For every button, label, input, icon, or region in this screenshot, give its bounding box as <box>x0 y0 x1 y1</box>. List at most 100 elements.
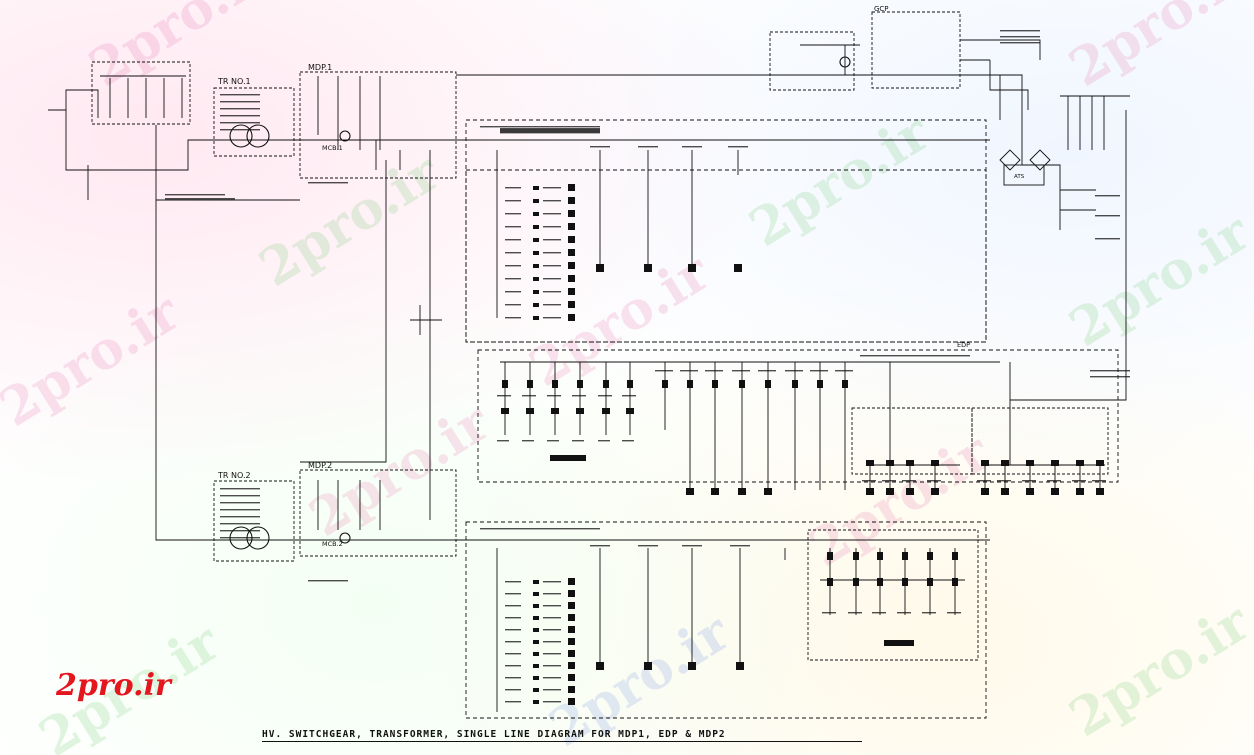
annotation-mark <box>598 395 612 397</box>
annotation-mark <box>505 677 521 679</box>
device-symbol <box>568 638 575 645</box>
device-symbol <box>1001 488 1009 495</box>
device-symbol <box>603 380 609 388</box>
device-symbol <box>568 210 575 217</box>
device-symbol <box>688 264 696 272</box>
device-symbol <box>906 460 914 466</box>
annotation-mark <box>220 495 260 497</box>
device-symbol <box>765 380 771 388</box>
device-symbol <box>1001 460 1009 466</box>
annotation-mark <box>522 440 534 442</box>
annotation-mark <box>543 226 561 228</box>
annotation-mark <box>590 146 610 148</box>
annotation-mark <box>543 689 561 691</box>
annotation-mark <box>543 304 561 306</box>
device-symbol <box>533 316 539 320</box>
annotation-mark <box>505 665 521 667</box>
device-symbol <box>533 676 539 680</box>
device-symbol <box>842 380 848 388</box>
annotation-mark <box>1047 480 1061 482</box>
device-symbol <box>853 552 859 560</box>
annotation-mark <box>543 653 561 655</box>
annotation-mark <box>543 187 561 189</box>
device-symbol <box>568 578 575 585</box>
device-symbol <box>568 197 575 204</box>
device-symbol <box>568 288 575 295</box>
annotation-mark <box>902 480 916 482</box>
device-symbol <box>866 488 874 495</box>
mcb1-label: MCB.1 <box>322 144 343 152</box>
device-symbol <box>927 578 933 586</box>
annotation-mark <box>822 612 836 614</box>
device-symbol <box>1076 488 1084 495</box>
device-symbol <box>952 552 958 560</box>
device-symbol <box>931 488 939 495</box>
device-symbol <box>533 290 539 294</box>
device-symbol <box>533 616 539 620</box>
annotation-mark <box>543 593 561 595</box>
device-symbol <box>1026 460 1034 466</box>
mdp1-label: MDP.1 <box>308 63 332 72</box>
device-symbol <box>827 552 833 560</box>
annotation-mark <box>543 291 561 293</box>
device-symbol <box>734 264 742 272</box>
device-symbol <box>602 408 610 414</box>
title-underline <box>262 741 862 742</box>
device-symbol <box>1026 488 1034 495</box>
annotation-mark <box>505 653 521 655</box>
annotation-mark <box>543 665 561 667</box>
annotation-mark <box>1095 195 1120 197</box>
annotation-mark <box>543 317 561 319</box>
device-symbol <box>533 251 539 255</box>
annotation-mark <box>505 629 521 631</box>
annotation-mark <box>500 129 600 131</box>
device-symbol <box>550 455 586 461</box>
device-symbol <box>552 380 558 388</box>
device-symbol <box>568 674 575 681</box>
device-symbol <box>502 380 508 388</box>
device-symbol <box>568 602 575 609</box>
device-symbol <box>596 662 604 670</box>
annotation-mark <box>220 530 260 532</box>
device-symbol <box>1051 488 1059 495</box>
annotation-mark <box>638 146 658 148</box>
device-symbol <box>533 580 539 584</box>
device-symbol <box>662 380 668 388</box>
annotation-mark <box>1000 30 1040 32</box>
annotation-mark <box>622 395 636 397</box>
device-symbol <box>533 238 539 242</box>
device-symbol <box>533 640 539 644</box>
mdp2-label: MDP.2 <box>308 461 332 470</box>
annotation-mark <box>505 641 521 643</box>
annotation-mark <box>848 612 862 614</box>
annotation-mark <box>638 545 658 547</box>
device-symbol <box>568 626 575 633</box>
annotation-mark <box>505 239 521 241</box>
annotation-mark <box>758 370 776 372</box>
device-symbol <box>644 662 652 670</box>
annotation-mark <box>220 516 260 518</box>
annotation-mark <box>1090 376 1130 378</box>
device-symbol <box>687 380 693 388</box>
device-symbol <box>533 664 539 668</box>
annotation-mark <box>1072 480 1086 482</box>
device-symbol <box>533 303 539 307</box>
annotation-mark <box>543 200 561 202</box>
brand-logo: 2pro.ir <box>56 668 171 703</box>
annotation-mark <box>505 291 521 293</box>
device-symbol <box>886 488 894 495</box>
device-symbol <box>792 380 798 388</box>
annotation-mark <box>500 130 600 132</box>
annotation-mark <box>308 182 348 184</box>
device-symbol <box>533 186 539 190</box>
annotation-mark <box>543 265 561 267</box>
annotation-mark <box>543 213 561 215</box>
annotation-mark <box>220 537 260 539</box>
device-symbol <box>1096 488 1104 495</box>
annotation-mark <box>505 617 521 619</box>
annotation-mark <box>543 701 561 703</box>
device-symbol <box>866 460 874 466</box>
annotation-mark <box>897 612 911 614</box>
device-symbol <box>533 264 539 268</box>
gcp-panel <box>871 11 961 89</box>
